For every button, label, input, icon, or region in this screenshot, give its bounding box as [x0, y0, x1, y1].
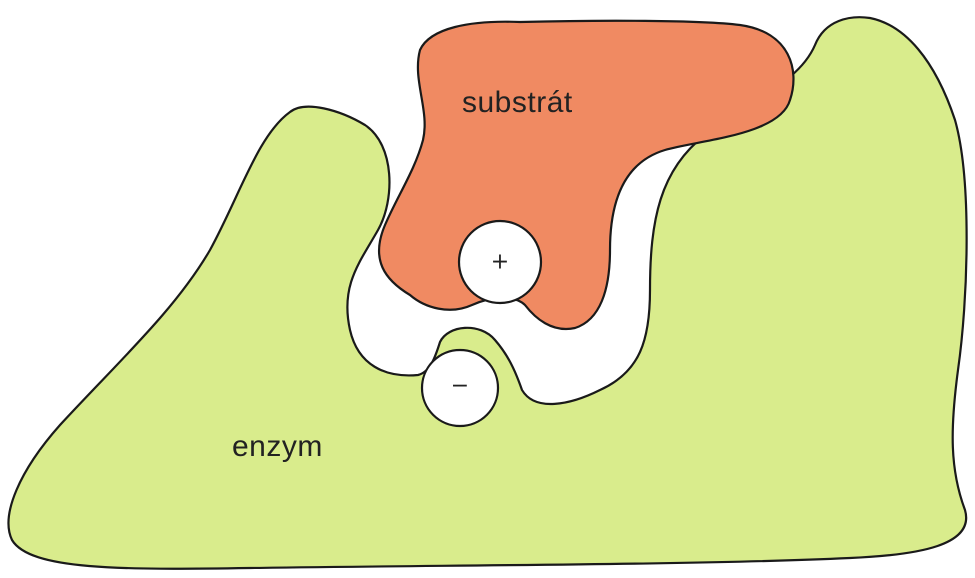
- enzyme-label: enzym: [232, 430, 323, 463]
- positive-charge-sign: +: [491, 250, 509, 275]
- negative-charge-sign: −: [451, 374, 469, 399]
- substrate-label: substrát: [462, 86, 573, 119]
